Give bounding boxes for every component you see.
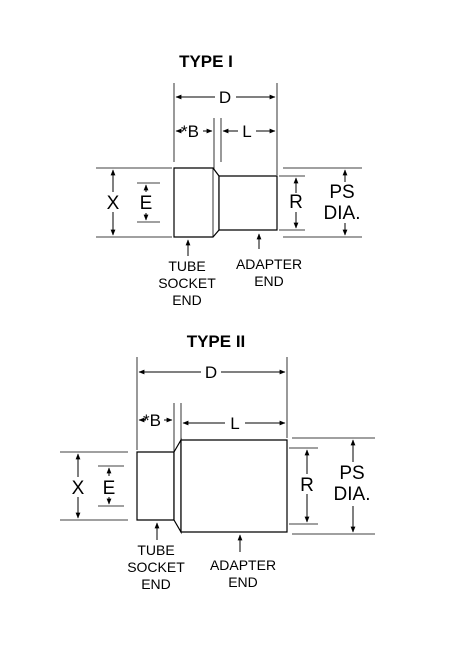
- type-2-tube-end-line-2: SOCKET: [127, 559, 185, 575]
- type-2-taper-transition: [173, 437, 182, 535]
- type-1-diagram: TYPE I D *B L X E: [96, 52, 362, 308]
- type-2-tube-socket-body: [136, 451, 175, 521]
- type-1-d-label: D: [219, 88, 231, 107]
- type-2-r-label: R: [300, 475, 314, 496]
- type-2-d-label: D: [205, 363, 217, 382]
- type-1-dia-label: DIA.: [324, 203, 361, 224]
- type-2-b-label: *B: [143, 411, 161, 430]
- type-1-adapter-body: [218, 175, 278, 231]
- type-1-tube-socket-body: [173, 167, 220, 238]
- type-1-b-label: *B: [181, 122, 199, 141]
- type-1-e-label: E: [140, 193, 153, 214]
- type-1-adapter-end-line-2: END: [254, 273, 284, 289]
- type-1-tube-end-line-1: TUBE: [168, 258, 205, 274]
- type-1-adapter-end-line-1: ADAPTER: [236, 256, 302, 272]
- type-2-e-label: E: [103, 478, 116, 499]
- type-2-dia-label: DIA.: [334, 484, 371, 505]
- type-1-l-label: L: [242, 122, 251, 141]
- type-2-adapter-body: [180, 439, 288, 533]
- type-1-tube-end-line-3: END: [172, 292, 202, 308]
- type-2-l-label: L: [230, 414, 239, 433]
- type-2-ps-label: PS: [339, 463, 364, 484]
- type-2-title: TYPE II: [187, 332, 246, 351]
- type-1-title: TYPE I: [179, 52, 233, 71]
- type-2-diagram: TYPE II D *B L X E: [60, 332, 375, 592]
- type-1-ps-label: PS: [329, 182, 354, 203]
- type-2-adapter-end-line-2: END: [228, 574, 258, 590]
- type-1-r-label: R: [289, 192, 303, 213]
- type-1-x-label: X: [107, 193, 120, 214]
- type-2-tube-end-line-3: END: [141, 576, 171, 592]
- type-2-adapter-end-line-1: ADAPTER: [210, 557, 276, 573]
- type-2-tube-end-line-1: TUBE: [137, 542, 174, 558]
- type-2-x-label: X: [72, 478, 85, 499]
- type-1-tube-end-line-2: SOCKET: [158, 275, 216, 291]
